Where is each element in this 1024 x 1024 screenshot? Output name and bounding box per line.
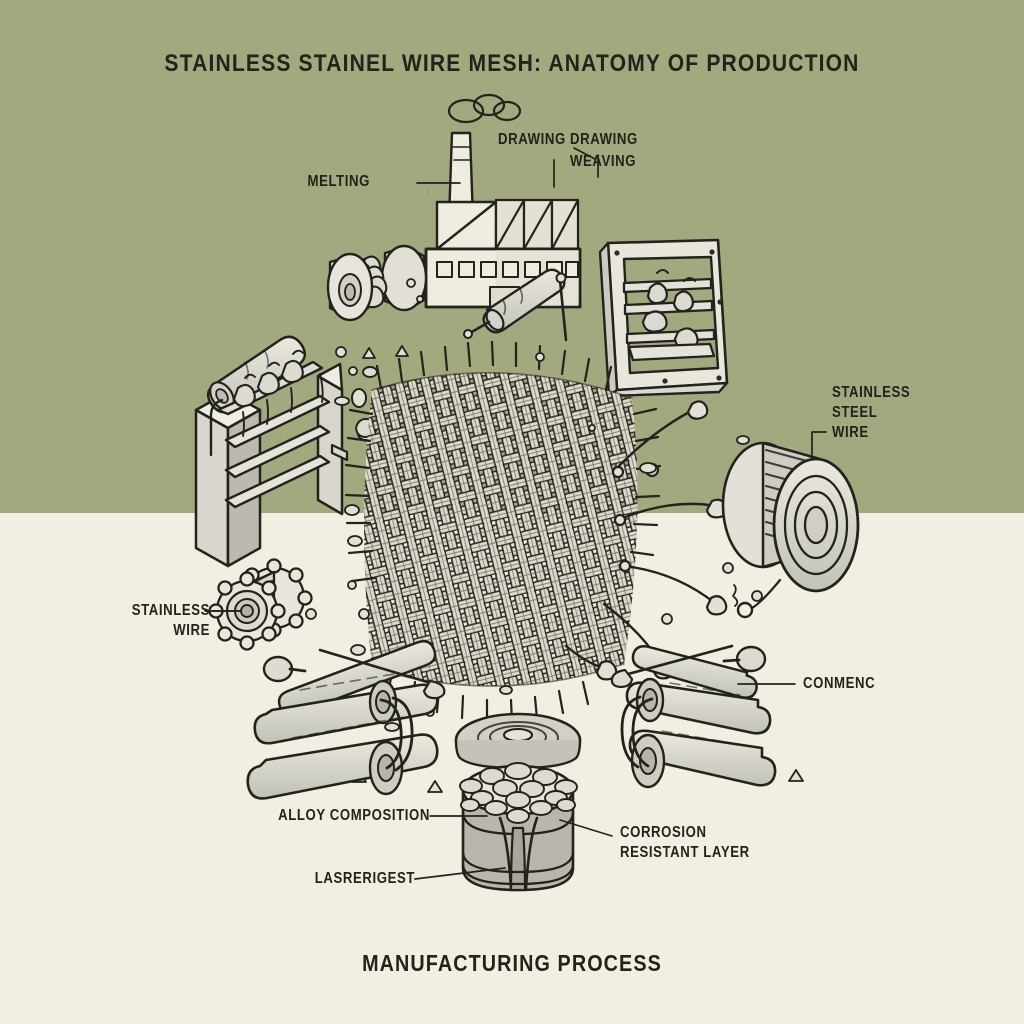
- wire-drawing-machine: [194, 335, 349, 568]
- label-stainless-wire: STAINLESS WIRE: [131, 602, 210, 639]
- label-drawing-2: DRAWING: [570, 131, 638, 148]
- roller-pair-left: [246, 639, 446, 800]
- label-conmenc: CONMENC: [803, 675, 876, 692]
- smoke-cloud: [447, 93, 522, 124]
- label-weaving: WEAVING: [570, 153, 637, 170]
- factory-building: [425, 93, 581, 251]
- small-debris-marks: [732, 584, 739, 607]
- weaving-loom-frame: [598, 238, 729, 398]
- alloy-billet-cross-section: [454, 712, 582, 892]
- label-drawing-1: DRAWING: [498, 131, 566, 148]
- label-alloy-composition: ALLOY COMPOSITION: [278, 807, 430, 824]
- sprocket-flanged-bobbin: [204, 558, 313, 651]
- roller-pair-right: [610, 644, 777, 789]
- page-title: STAINLESS STAINEL WIRE MESH: ANATOMY OF …: [164, 50, 860, 77]
- leader-lines: [211, 147, 827, 880]
- angled-roller: [463, 268, 568, 342]
- coiled-spool: [326, 244, 428, 322]
- label-melting: MELTING: [307, 173, 370, 190]
- label-corrosion-resistant: CORROSION RESISTANT LAYER: [620, 824, 750, 861]
- label-lasrerigest: LASRERIGEST: [314, 870, 415, 887]
- page-caption: MANUFACTURING PROCESS: [362, 950, 662, 976]
- label-stainless-steel-wire: STAINLESS STEEL WIRE: [832, 384, 911, 441]
- large-wire-spool: [721, 441, 860, 619]
